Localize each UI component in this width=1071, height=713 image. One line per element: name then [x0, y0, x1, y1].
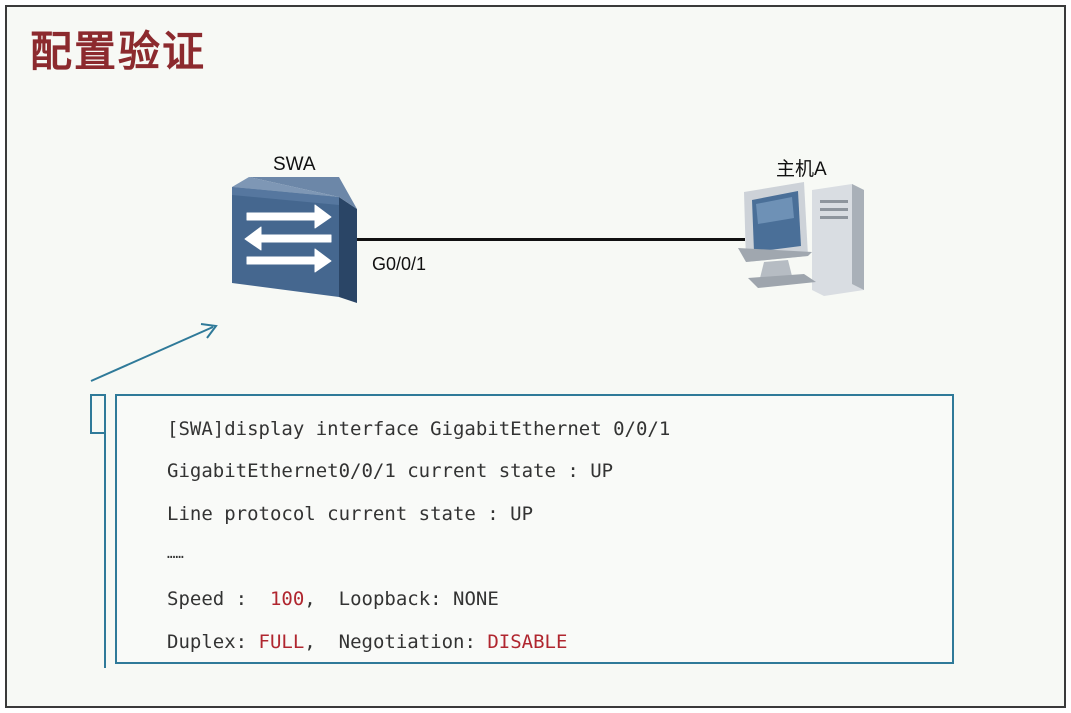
pc-icon	[738, 182, 864, 296]
negotiation-label: Negotiation:	[338, 631, 488, 653]
speed-value: 100	[269, 588, 305, 610]
duplex-separator: ,	[304, 631, 316, 653]
network-link	[357, 238, 745, 241]
duplex-value: FULL	[258, 631, 305, 653]
cli-protocol-line: Line protocol current state : UP	[167, 503, 534, 525]
cli-duplex-line: Duplex: FULL, Negotiation: DISABLE	[167, 631, 567, 653]
cli-state-line: GigabitEthernet0/0/1 current state : UP	[167, 460, 614, 482]
switch-icon	[232, 177, 357, 303]
switch-label: SWA	[273, 154, 316, 175]
loopback-text: Loopback: NONE	[338, 588, 499, 610]
page-title: 配置验证	[30, 27, 207, 76]
cli-ellipsis: ……	[167, 546, 184, 562]
host-label: 主机A	[776, 159, 827, 180]
port-label: G0/0/1	[372, 254, 427, 274]
cli-speed-line: Speed : 100, Loopback: NONE	[167, 588, 499, 610]
duplex-label: Duplex:	[167, 631, 259, 653]
cli-output-box: [SWA]display interface GigabitEthernet 0…	[115, 394, 954, 664]
cli-command-line: [SWA]display interface GigabitEthernet 0…	[167, 418, 671, 440]
speed-label: Speed :	[167, 588, 259, 610]
negotiation-value: DISABLE	[487, 631, 568, 653]
speed-separator: ,	[304, 588, 316, 610]
